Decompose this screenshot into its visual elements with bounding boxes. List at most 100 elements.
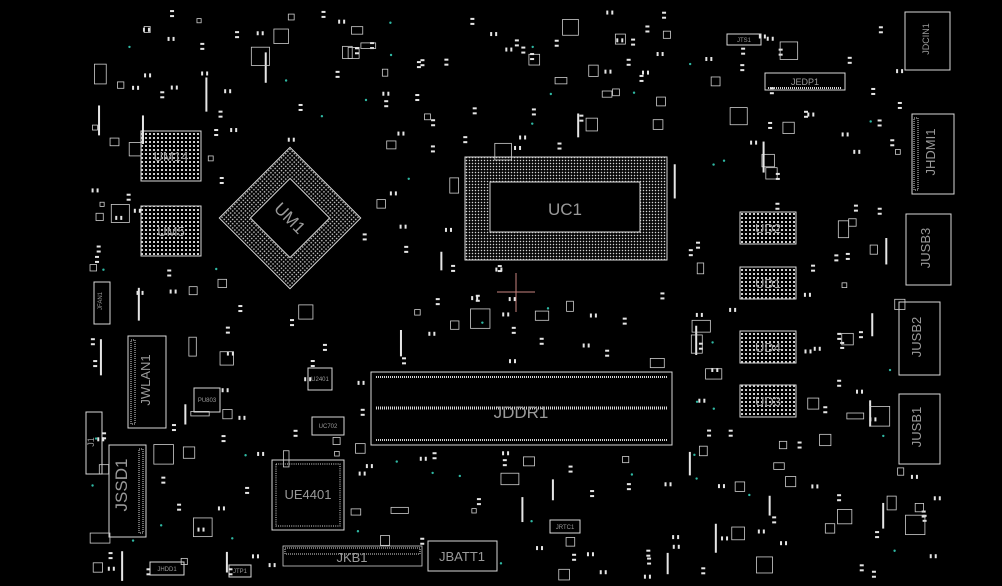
component-uc702[interactable]: UC702 [311, 416, 345, 436]
passive-pad [695, 312, 698, 317]
passive-pad [769, 87, 774, 90]
passive-outline [785, 476, 797, 488]
component-um14[interactable]: UM14 [140, 130, 202, 182]
connector-jkb1[interactable]: JKB1 [282, 545, 423, 567]
passive-pad [721, 536, 724, 541]
connector-jddr1[interactable]: JDDR1 [370, 371, 673, 446]
passive-pad [834, 259, 839, 262]
component-pu803[interactable]: PU803 [193, 387, 221, 413]
connector-jts1[interactable]: JTS1 [726, 33, 762, 46]
passive-outline [188, 336, 197, 357]
passive-pad [245, 491, 250, 494]
label-jddr1: JDDR1 [494, 403, 549, 422]
passive-pad [643, 574, 646, 579]
passive-pad [476, 296, 479, 301]
component-ud1[interactable]: UD1 [739, 266, 797, 300]
connector-jdcin1[interactable]: JDCIN1 [904, 11, 951, 71]
passive-pad [382, 91, 385, 96]
connector-jusb3[interactable]: JUSB3 [905, 213, 952, 286]
component-u2401[interactable]: U2401 [307, 367, 333, 391]
passive-pad [226, 351, 229, 356]
passive-pad [449, 227, 452, 232]
passive-pad [358, 471, 361, 476]
passive-pad [126, 198, 131, 201]
passive-pad [511, 326, 516, 329]
connector-jfan1[interactable]: JFAN1 [93, 281, 111, 325]
passive-pad [672, 544, 675, 549]
passive-pad [646, 554, 651, 557]
passive-pad [554, 39, 559, 42]
via-dots [91, 21, 896, 565]
connector-jwlan1[interactable]: JWLAN1 [127, 335, 167, 429]
passive-pad [363, 471, 366, 476]
connector-jbatt1[interactable]: JBATT1 [427, 540, 498, 572]
component-uc1[interactable]: UC1 [464, 156, 668, 261]
passive-outline [841, 332, 854, 346]
connector-jssd1[interactable]: JSSD1 [108, 444, 147, 538]
passive-pad [202, 527, 205, 532]
passive-outline [287, 13, 295, 21]
component-um1[interactable]: UM1 [218, 146, 362, 290]
passive-pad [357, 380, 360, 385]
connector-j1[interactable]: J1 [85, 411, 103, 475]
passive-pad [639, 74, 644, 77]
connector-jrtc1[interactable]: JRTC1 [549, 519, 581, 534]
passive-pad [120, 215, 123, 220]
passive-outline [779, 41, 799, 60]
label-jkb1: JKB1 [336, 550, 367, 565]
passive-pad [310, 360, 315, 363]
passive-pad [510, 47, 513, 52]
passive-pad [415, 94, 420, 97]
passive-strip [264, 52, 267, 83]
connector-jusb1[interactable]: JUSB1 [898, 393, 941, 465]
passive-pad [229, 89, 232, 94]
passive-pad [290, 324, 295, 327]
component-ue4401[interactable]: UE4401 [271, 459, 345, 531]
passive-pad [741, 47, 746, 50]
passive-pad [834, 254, 839, 257]
component-ud4[interactable]: UD4 [739, 330, 797, 364]
component-ud3[interactable]: UD3 [739, 384, 797, 418]
via-dot [531, 45, 534, 49]
passive-pad [768, 121, 773, 124]
passive-pad [160, 96, 165, 99]
passive-pad [933, 496, 936, 501]
connector-jhdmi1[interactable]: JHDMI1 [911, 113, 955, 195]
component-ud2[interactable]: UD2 [739, 211, 797, 245]
passive-pad [803, 110, 808, 113]
passive-pad [221, 435, 226, 438]
via-dot [688, 62, 692, 66]
passive-pad [853, 149, 856, 154]
passive-pad [416, 66, 421, 69]
passive-outline [729, 107, 748, 126]
passive-pad [813, 346, 816, 351]
passive-pad [161, 481, 166, 484]
passive-pad [611, 10, 614, 15]
passive-pad [647, 557, 652, 560]
passive-pad [710, 57, 713, 62]
passive-pad [586, 552, 589, 557]
passive-pad [705, 57, 708, 62]
connector-jusb2[interactable]: JUSB2 [898, 301, 941, 376]
passive-pad [310, 365, 315, 368]
passive-pad [435, 303, 440, 306]
label-jdcin1: JDCIN1 [921, 23, 931, 55]
connector-jtp1[interactable]: JTP1 [228, 564, 252, 578]
passive-outline [190, 411, 210, 417]
passive-pad [823, 406, 828, 409]
passive-pad [766, 36, 769, 41]
passive-pad [590, 490, 595, 493]
passive-pad [539, 342, 544, 345]
passive-pad [115, 215, 118, 220]
passive-outline [360, 42, 377, 49]
passive-outline [414, 309, 421, 316]
label-ud3: UD3 [755, 394, 781, 409]
passive-pad [262, 451, 265, 456]
component-um5[interactable]: UM5 [140, 205, 202, 257]
via-dot [546, 307, 550, 310]
connector-jedp1[interactable]: JEDP1 [764, 72, 846, 91]
connector-jhdd1[interactable]: JHDD1 [149, 561, 185, 576]
passive-pad [513, 297, 516, 302]
passive-pad [728, 434, 733, 437]
